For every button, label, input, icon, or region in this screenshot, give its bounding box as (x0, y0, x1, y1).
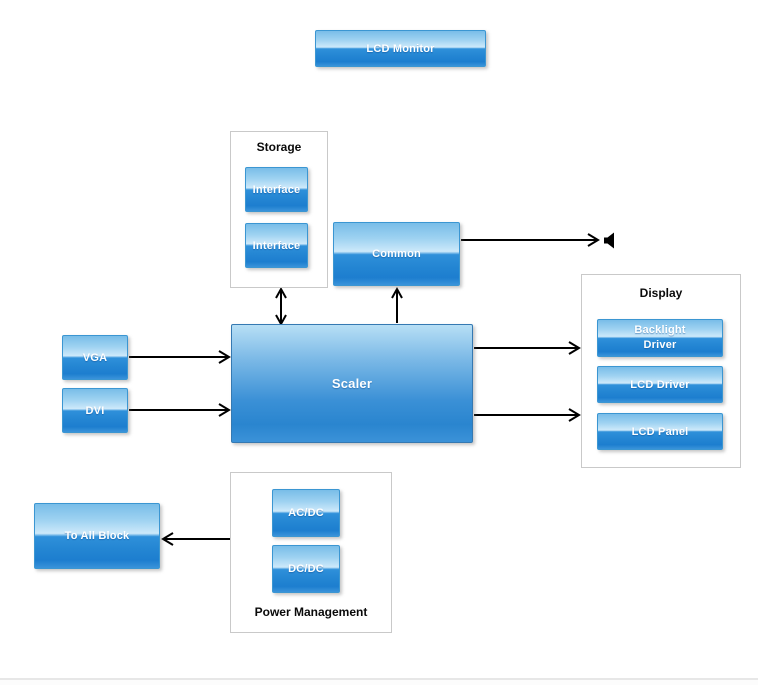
node-dc-dc: DC/DC (272, 545, 340, 593)
node-to-all-block: To All Block (34, 503, 160, 569)
arrow-common-to-speaker (461, 233, 600, 247)
arrow-scaler-to-common (391, 286, 403, 323)
node-dvi: DVI (62, 388, 128, 433)
node-label: LCD Driver (630, 378, 690, 391)
node-vga: VGA (62, 335, 128, 380)
speaker-icon (604, 232, 614, 249)
arrow-dvi-to-scaler (129, 403, 231, 417)
group-storage-title: Storage (256, 140, 302, 154)
node-label: DC/DC (288, 563, 324, 575)
group-display-title: Display (639, 286, 683, 300)
node-common: Common (333, 222, 460, 286)
node-backlight-driver: Backlight Driver (597, 319, 723, 357)
node-label: To All Block (64, 530, 130, 542)
footer-strip (0, 680, 758, 685)
node-label: LCD Monitor (366, 42, 435, 55)
page-divider (0, 678, 758, 680)
node-label: VGA (82, 351, 108, 364)
node-lcd-driver: LCD Driver (597, 366, 723, 403)
arrow-scaler-to-display-top (474, 341, 581, 355)
arrow-vga-to-scaler (129, 350, 231, 364)
node-label: LCD Panel (631, 425, 689, 438)
node-label: Scaler (331, 376, 373, 391)
node-lcd-monitor: LCD Monitor (315, 30, 486, 67)
node-lcd-panel: LCD Panel (597, 413, 723, 450)
node-ac-dc: AC/DC (272, 489, 340, 537)
arrow-storage-scaler-bidirectional (275, 286, 287, 327)
arrow-scaler-to-display-bottom (474, 408, 581, 422)
arrow-power-to-all-block (161, 532, 230, 546)
node-label: DVI (85, 404, 105, 417)
node-label: Backlight Driver (634, 324, 686, 351)
node-label: AC/DC (288, 507, 324, 519)
node-scaler: Scaler (231, 324, 473, 443)
node-interface-1: Interface (245, 167, 308, 212)
node-interface-2: Interface (245, 223, 308, 268)
node-label: Interface (252, 239, 301, 252)
node-label: Interface (252, 183, 301, 196)
node-label: Common (372, 248, 421, 260)
group-power-management-title: Power Management (254, 605, 368, 619)
